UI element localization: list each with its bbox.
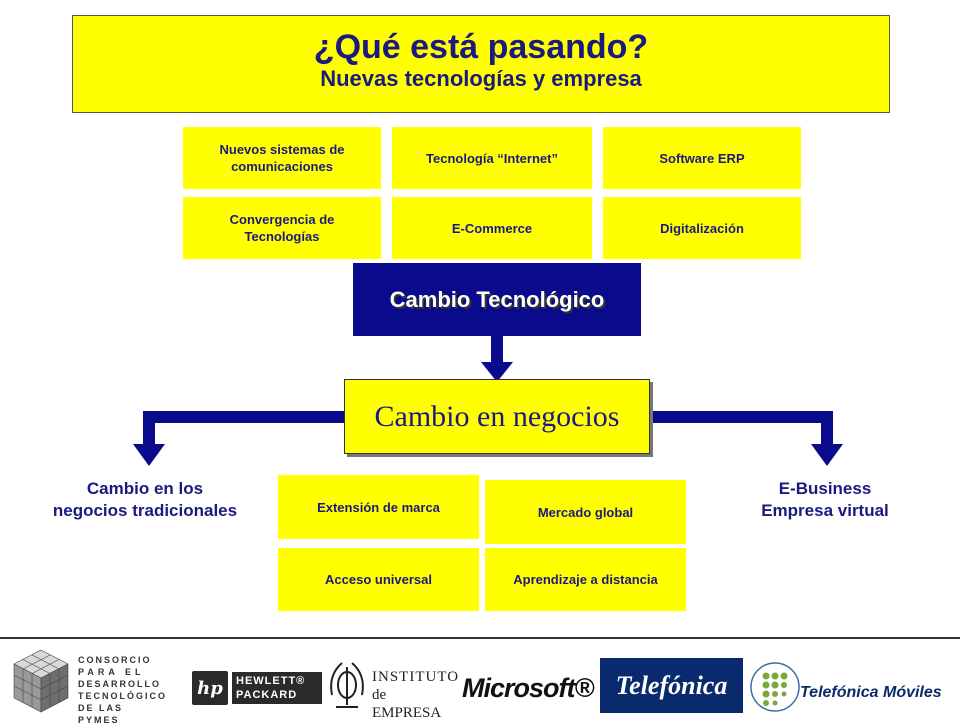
connector-right-arrowhead — [811, 444, 843, 466]
left-outcome-line2: negocios tradicionales — [52, 501, 238, 520]
right-outcome-line1: E-Business — [778, 479, 872, 498]
business-box-aprendizaje: Aprendizaje a distancia — [485, 548, 686, 611]
hp-logo-name: HEWLETT® PACKARD — [232, 672, 322, 704]
telefonica-moviles-dots-icon — [750, 662, 800, 712]
business-box-acceso-universal: Acceso universal — [278, 548, 479, 611]
tech-box-internet: Tecnología “Internet” — [392, 127, 592, 189]
connector-down-shaft — [491, 336, 503, 366]
footer-divider — [0, 637, 960, 639]
hp-logo-letters: hp — [197, 677, 223, 699]
instituto-logo-text: INSTITUTO de EMPRESA — [372, 668, 458, 722]
tech-box-erp: Software ERP — [603, 127, 801, 189]
connector-right-shaft — [821, 411, 833, 447]
cambio-tecnologico-box: Cambio Tecnológico — [353, 263, 641, 336]
consorcio-text-line: DE LAS PYMES — [78, 703, 124, 725]
page-title: ¿Qué está pasando? — [313, 28, 649, 66]
cambio-negocios-box: Cambio en negocios — [344, 379, 650, 454]
hp-name-line: PACKARD — [236, 689, 298, 701]
right-outcome-line2: Empresa virtual — [761, 501, 889, 520]
instituto-text-line: INSTITUTO — [372, 669, 460, 685]
consorcio-text-line: CONSORCIO — [78, 655, 152, 665]
telefonica-logo: Telefónica — [600, 658, 743, 713]
consorcio-logo-text: CONSORCIO PARA EL DESARROLLO TECNOLÓGICO… — [78, 654, 167, 726]
tech-box-digitalizacion: Digitalización — [603, 197, 801, 259]
microsoft-logo: Microsoft® — [462, 673, 594, 703]
instituto-text-line: de EMPRESA — [372, 687, 442, 721]
business-box-mercado-global: Mercado global — [485, 480, 686, 544]
flow-connectors — [133, 336, 843, 466]
instituto-emblem-icon — [330, 662, 364, 708]
hp-logo-mark: hp — [192, 671, 228, 705]
consorcio-text-line: PARA EL — [78, 667, 145, 677]
telefonica-moviles-logo-text: Telefónica Móviles — [800, 684, 942, 701]
business-box-extension-marca: Extensión de marca — [278, 475, 479, 539]
consorcio-text-line: DESARROLLO — [78, 679, 161, 689]
hp-name-line: HEWLETT® — [236, 675, 306, 687]
tech-box-ecommerce: E-Commerce — [392, 197, 592, 259]
page-subtitle: Nuevas tecnologías y empresa — [320, 66, 642, 91]
connector-left-shaft — [143, 411, 155, 447]
consorcio-cube-icon — [13, 649, 69, 713]
tech-box-convergencia: Convergencia de Tecnologías — [183, 197, 381, 259]
consorcio-text-line: TECNOLÓGICO — [78, 691, 167, 701]
title-banner: ¿Qué está pasando? Nuevas tecnologías y … — [72, 15, 890, 113]
left-outcome-line1: Cambio en los — [86, 479, 204, 498]
right-outcome-label: E-Business Empresa virtual — [720, 478, 930, 522]
telefonica-logo-text: Telefónica — [615, 670, 728, 700]
connector-down-arrowhead — [481, 362, 513, 382]
tech-box-comunicaciones: Nuevos sistemas de comunicaciones — [183, 127, 381, 189]
connector-left-arrowhead — [133, 444, 165, 466]
left-outcome-label: Cambio en los negocios tradicionales — [25, 478, 265, 522]
